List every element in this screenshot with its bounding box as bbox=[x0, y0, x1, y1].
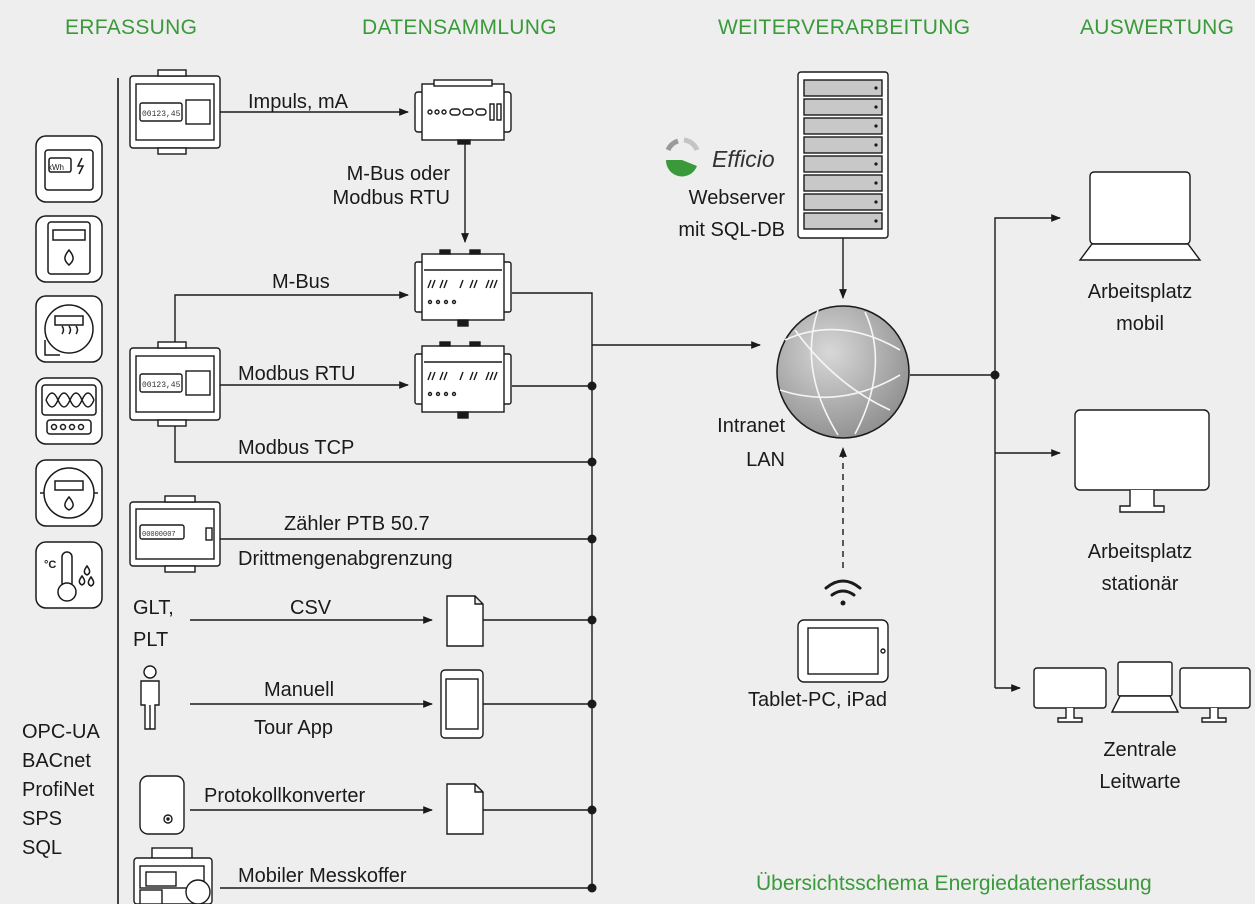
label-messkoffer: Mobiler Messkoffer bbox=[238, 865, 407, 887]
server-label-line2: mit SQL-DB bbox=[678, 219, 785, 241]
header-datensammlung: DATENSAMMLUNG bbox=[362, 16, 557, 39]
mbus-gateway bbox=[414, 249, 512, 327]
label-impuls: Impuls, mA bbox=[248, 91, 349, 113]
efficio-brand: Efficio bbox=[712, 146, 775, 172]
output-stationaer-line2: stationär bbox=[1101, 573, 1179, 595]
measuring-case-icon bbox=[133, 847, 213, 904]
smartphone-icon bbox=[440, 669, 484, 739]
label-glt: GLT, bbox=[133, 597, 174, 619]
person-icon bbox=[140, 665, 160, 730]
label-tour-app: Tour App bbox=[254, 717, 333, 739]
gas-meter-icon bbox=[35, 215, 103, 283]
protocol-item: SQL bbox=[22, 837, 63, 859]
network-globe-icon bbox=[776, 305, 910, 439]
din-meter-top bbox=[129, 69, 221, 155]
control-room-icon bbox=[1033, 661, 1251, 723]
diagram-caption: Übersichtsschema Energiedatenerfassung bbox=[756, 872, 1152, 895]
header-erfassung: ERFASSUNG bbox=[65, 16, 198, 39]
label-protokoll: Protokollkonverter bbox=[204, 785, 366, 807]
monitor-icon bbox=[1074, 409, 1210, 513]
electricity-meter-icon bbox=[35, 135, 103, 203]
output-stationaer-line1: Arbeitsplatz bbox=[1087, 541, 1193, 563]
output-mobil-line2: mobil bbox=[1116, 313, 1164, 335]
label-drittmengen: Drittmengenabgrenzung bbox=[238, 548, 453, 570]
meter-display-top: 00123,45 bbox=[142, 110, 181, 119]
network-label-line1: Intranet bbox=[717, 415, 785, 437]
tablet-icon bbox=[797, 619, 889, 683]
din-meter-middle bbox=[129, 341, 221, 427]
protocol-item: BACnet bbox=[22, 750, 91, 772]
heat-meter-icon bbox=[35, 295, 103, 363]
laptop-icon bbox=[1078, 171, 1202, 261]
output-mobil-arrow bbox=[994, 214, 1061, 688]
data-bus-line bbox=[512, 292, 593, 888]
label-csv: CSV bbox=[290, 597, 332, 619]
header-auswertung: AUSWERTUNG bbox=[1080, 16, 1235, 39]
output-mobil-line1: Arbeitsplatz bbox=[1087, 281, 1193, 303]
output-leitwarte-line2: Leitwarte bbox=[1099, 771, 1181, 793]
modbus-rtu-gateway bbox=[414, 341, 512, 419]
ptb-display: 00000007 bbox=[142, 531, 176, 539]
label-modbus-rtu: Modbus RTU bbox=[238, 363, 356, 385]
impulse-module bbox=[414, 79, 512, 145]
kwh-label: kWh bbox=[48, 163, 64, 172]
protocol-item: ProfiNet bbox=[22, 779, 95, 801]
label-mbus: M-Bus bbox=[272, 271, 330, 293]
meter-display-middle: 00123,45 bbox=[142, 381, 181, 390]
modbus-tcp-line bbox=[174, 410, 592, 463]
protocol-item: SPS bbox=[22, 808, 63, 830]
protocol-list: OPC-UA BACnet ProfiNet SPS SQL bbox=[22, 718, 100, 863]
output-leitwarte-line1: Zentrale bbox=[1103, 739, 1177, 761]
network-label-line2: LAN bbox=[746, 449, 785, 471]
ptb-meter bbox=[129, 495, 221, 573]
protocol-item: OPC-UA bbox=[22, 721, 100, 743]
svg-text:°C: °C bbox=[44, 559, 56, 571]
header-weiterverarbeitung: WEITERVERARBEITUNG bbox=[718, 16, 971, 39]
label-manuell: Manuell bbox=[264, 679, 335, 701]
label-zaehler: Zähler PTB 50.7 bbox=[284, 513, 430, 535]
protokoll-document-icon bbox=[446, 783, 484, 835]
junction-dots bbox=[587, 370, 1000, 893]
server-label-line1: Webserver bbox=[688, 187, 785, 209]
label-modbus-tcp: Modbus TCP bbox=[238, 437, 355, 459]
tablet-label: Tablet-PC, iPad bbox=[748, 689, 887, 711]
efficio-logo-icon bbox=[665, 137, 700, 177]
label-mbus-oder-line2: Modbus RTU bbox=[332, 187, 450, 209]
server-rack-icon bbox=[797, 71, 889, 239]
energy-analyzer-icon bbox=[35, 377, 103, 445]
temperature-humidity-icon bbox=[35, 541, 103, 609]
label-mbus-oder-line1: M-Bus oder bbox=[346, 163, 450, 185]
label-plt: PLT bbox=[133, 629, 169, 651]
csv-document-icon bbox=[446, 595, 484, 647]
protocol-converter-icon bbox=[139, 775, 185, 835]
water-meter-icon bbox=[35, 459, 103, 527]
wifi-icon bbox=[824, 579, 862, 606]
